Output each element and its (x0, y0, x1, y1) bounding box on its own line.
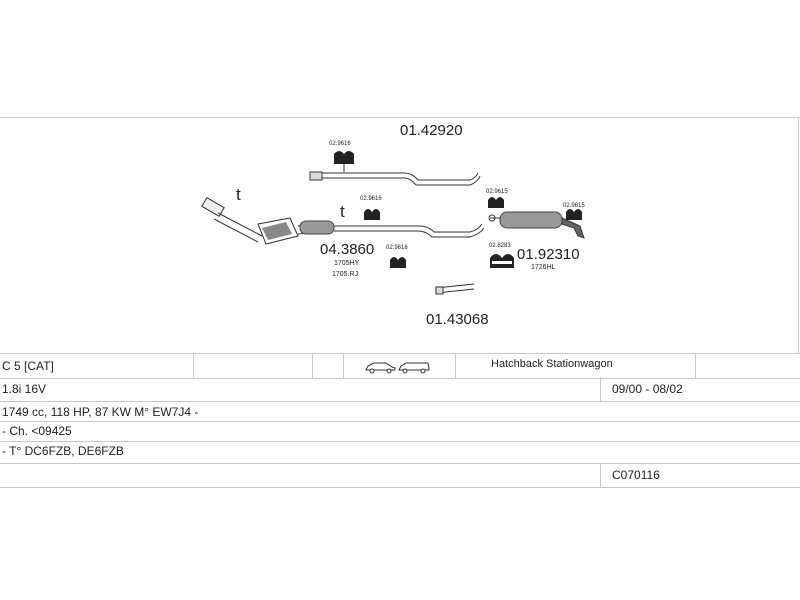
part-number-top: 01.42920 (400, 122, 463, 139)
torque-symbol-1: t (236, 185, 241, 204)
body-type-cell: Hatchback Stationwagon (491, 358, 613, 370)
mount-label-3: 02.9616 (386, 245, 408, 251)
type-codes-cell: - T° DC6FZB, DE6FZB (2, 444, 124, 458)
mount-label-6: 02.8283 (489, 243, 511, 249)
mount-label-2: 02.9616 (360, 196, 382, 202)
rubber-mount-icon (390, 257, 406, 268)
product-code-cell: C070116 (612, 468, 660, 482)
table-row: C070116 (0, 463, 800, 488)
part-number-bottom: 01.43068 (426, 311, 489, 328)
exhaust-diagram-svg: t t (201, 151, 585, 295)
years-cell: 09/00 - 08/02 (612, 382, 683, 396)
rear-ref: 1726HL (531, 264, 556, 271)
rubber-mount-icon (488, 197, 504, 208)
middle-silencer-icon (299, 220, 485, 238)
engine-cell: 1.8i 16V (2, 382, 47, 396)
clamp-icon (490, 254, 514, 268)
table-row: - Ch. <09425 (0, 421, 800, 442)
stationwagon-car-icon (398, 362, 430, 374)
rubber-mount-icon (334, 151, 354, 172)
mount-label-5: 02.9615 (563, 203, 585, 209)
cat-ref-1: 1705HY (334, 260, 360, 267)
model-cell: C 5 [CAT] (2, 359, 54, 373)
part-number-rear: 01.92310 (517, 246, 580, 263)
table-row: 1749 cc, 118 HP, 87 KW M° EW7J4 - (0, 401, 800, 422)
catalytic-converter-icon (257, 217, 330, 245)
hatchback-car-icon (365, 362, 396, 374)
front-pipe-icon (309, 171, 481, 186)
exhaust-diagram: t t (0, 118, 800, 350)
rubber-mount-icon (566, 209, 582, 220)
tail-pipe-icon (435, 283, 475, 295)
right-border (798, 117, 799, 353)
chassis-cell: - Ch. <09425 (2, 424, 72, 438)
mount-label-1: 02.9616 (329, 141, 351, 147)
part-number-cat: 04.3860 (320, 241, 375, 258)
table-row: 1.8i 16V 09/00 - 08/02 (0, 377, 800, 402)
top-border (0, 117, 800, 118)
rubber-mount-icon (364, 209, 380, 220)
table-row: - T° DC6FZB, DE6FZB (0, 441, 800, 464)
rear-silencer-icon (488, 211, 585, 239)
torque-symbol-2: t (340, 202, 345, 221)
mount-label-4: 02.9615 (486, 189, 508, 195)
car-icons (364, 360, 432, 377)
cat-ref-2: 1705.RJ (332, 271, 359, 278)
table-row: C 5 [CAT] Hatchback Stationwagon (0, 353, 800, 379)
engine-details-cell: 1749 cc, 118 HP, 87 KW M° EW7J4 - (2, 405, 199, 419)
downpipe-icon (201, 196, 263, 243)
